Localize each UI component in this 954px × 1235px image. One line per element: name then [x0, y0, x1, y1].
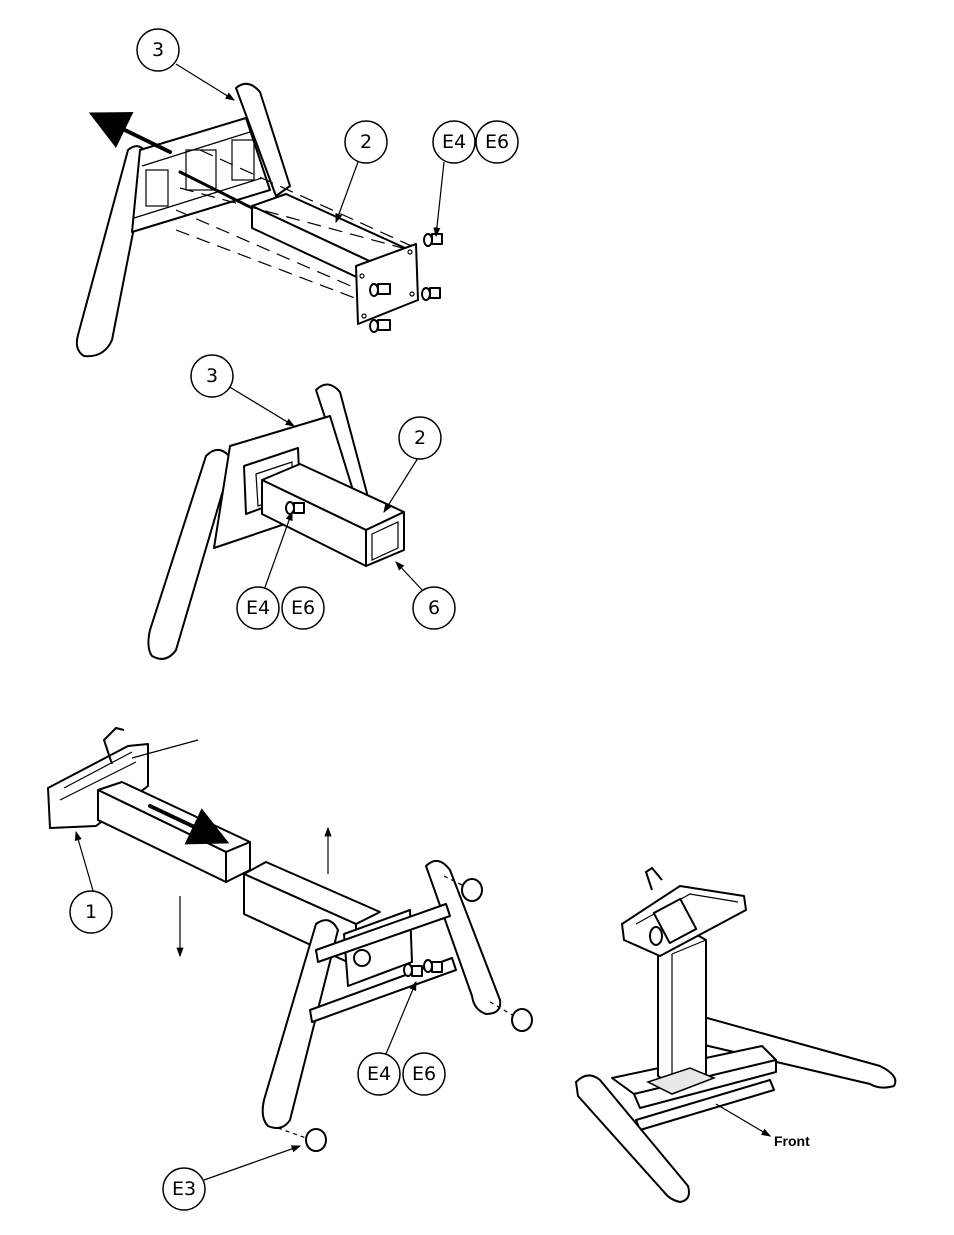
final-assembled-view: Front: [576, 868, 895, 1202]
front-direction-arrow: [716, 1104, 770, 1136]
step3-exploded-view: [48, 728, 532, 1180]
callout-step2-e6: E6: [282, 587, 324, 629]
callout-step2-part6: 6: [413, 587, 455, 629]
callout-step1-part3: 3: [137, 29, 179, 71]
svg-text:E3: E3: [172, 1178, 196, 1200]
svg-text:3: 3: [152, 39, 164, 61]
svg-text:2: 2: [414, 427, 426, 449]
svg-text:E4: E4: [367, 1063, 391, 1085]
svg-text:E4: E4: [246, 597, 270, 619]
callout-step3-e3: E3: [163, 1168, 205, 1210]
callout-step3-e4: E4: [358, 1053, 400, 1095]
front-label: Front: [774, 1133, 810, 1149]
svg-text:2: 2: [360, 131, 372, 153]
svg-text:3: 3: [206, 365, 218, 387]
callout-step3-e6: E6: [403, 1053, 445, 1095]
svg-text:E6: E6: [291, 597, 315, 619]
callout-step3-part1: 1: [70, 891, 112, 933]
final-column: [658, 932, 706, 1086]
step1-exploded-view: [77, 64, 444, 356]
callout-step2-part2: 2: [399, 417, 441, 459]
callout-step1-e4: E4: [433, 121, 475, 163]
svg-text:E6: E6: [485, 131, 509, 153]
svg-text:E4: E4: [442, 131, 466, 153]
callout-step2-e4: E4: [237, 587, 279, 629]
svg-text:6: 6: [428, 597, 440, 619]
callout-step1-part2: 2: [345, 121, 387, 163]
callout-step1-e6: E6: [476, 121, 518, 163]
step3-leg-cap: [462, 879, 482, 901]
svg-text:1: 1: [85, 901, 97, 923]
step1-cross-plate: [132, 118, 270, 232]
step2-front-leg: [148, 450, 232, 659]
callout-step2-part3: 3: [191, 355, 233, 397]
svg-text:E6: E6: [412, 1063, 436, 1085]
